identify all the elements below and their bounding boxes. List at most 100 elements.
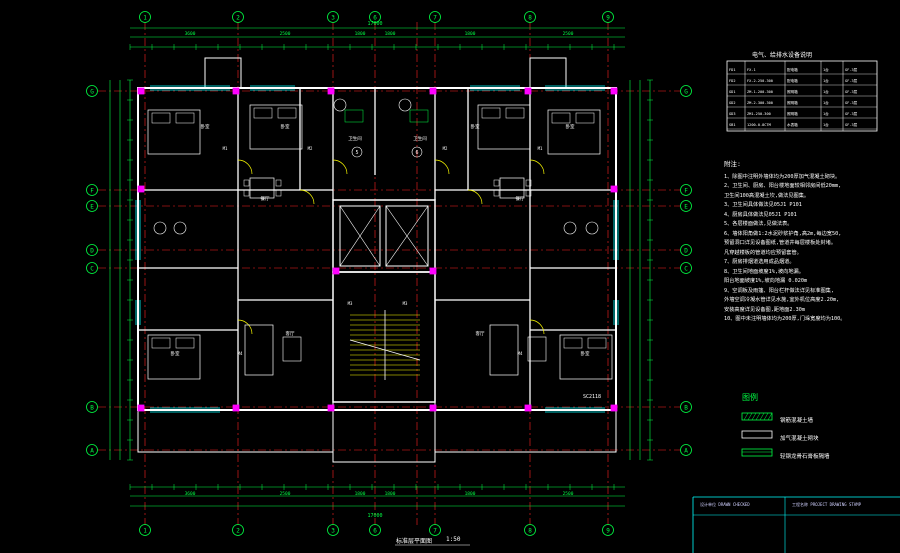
- schedule-cell: GF-3层: [845, 111, 858, 116]
- door-tag: M1: [538, 146, 543, 151]
- schedule-cell: 1200-0.8CTM: [747, 123, 772, 127]
- schedule-cell: 照明箱: [787, 100, 798, 105]
- axis-bubble: [232, 524, 244, 536]
- axis-bubble-label: B: [684, 405, 688, 412]
- note-line: 卫生间100高混凝土坎,做法见图集。: [724, 192, 810, 199]
- legend-symbol-block: [741, 430, 773, 439]
- schedule-cell: 照明箱: [787, 89, 798, 94]
- balcony: [434, 409, 617, 453]
- building-walls: [135, 57, 619, 463]
- door-tag: M3: [403, 301, 408, 306]
- elevator-diagonal: [385, 205, 429, 267]
- axis-bubble: [680, 244, 692, 256]
- door-tag: M2: [443, 146, 448, 151]
- pillow: [151, 112, 171, 124]
- axis-bubble: [86, 262, 98, 274]
- door-swing: [529, 159, 545, 175]
- legend-symbol-concrete: [741, 412, 773, 421]
- axis-bubble-label: B: [90, 405, 94, 412]
- schedule-cell: 1台: [823, 122, 829, 127]
- schedule-cell: 1台: [823, 67, 829, 72]
- room-label: 卧室: [566, 123, 575, 130]
- axis-bubble: [327, 524, 339, 536]
- axis-bubble: [139, 11, 151, 23]
- axis-bubble-label: G: [90, 89, 94, 96]
- coffee-table: [282, 336, 302, 362]
- toilet: [585, 221, 599, 235]
- toilet: [173, 221, 187, 235]
- axis-bubble-label: 2: [236, 15, 240, 22]
- schedule-cell: GD3: [729, 112, 736, 116]
- bed: [547, 109, 601, 155]
- dimension-label: 1800: [465, 31, 476, 37]
- axis-bubble: [680, 85, 692, 97]
- room-label: 餐厅: [261, 195, 270, 202]
- axis-bubble-label: 3: [331, 528, 335, 535]
- legend-symbols: [741, 412, 773, 457]
- axis-bubble: [429, 11, 441, 23]
- axis-bubble: [680, 262, 692, 274]
- drawing-title: 标准层平面图: [396, 538, 433, 545]
- door-swing: [467, 189, 483, 205]
- legend-hatch: [763, 412, 769, 421]
- axis-bubble-label: 2: [236, 528, 240, 535]
- bed: [559, 334, 613, 380]
- column: [429, 267, 437, 275]
- room-label: 客厅: [286, 330, 295, 337]
- axis-bubble-label: G: [684, 89, 688, 96]
- shaft-tag: 5: [355, 150, 358, 156]
- title-block: [395, 496, 900, 553]
- legend-item: 加气混凝土砌块: [780, 436, 819, 442]
- axis-bubble-label: 9: [606, 15, 610, 22]
- legend-hatch: [759, 412, 765, 421]
- schedule-cell: 照明箱: [787, 111, 798, 116]
- note-line: 1、除图中注明外墙体均为200厚加气混凝土砌块。: [724, 173, 841, 180]
- axis-bubble-label: 6: [373, 15, 377, 22]
- stairwell: [332, 271, 436, 403]
- schedule-cell: GF-3层: [845, 122, 858, 127]
- room-label: 卧室: [281, 123, 290, 130]
- dimension-lines: [109, 27, 653, 507]
- notes-title: 附注:: [724, 160, 741, 168]
- door-tag: M4: [518, 351, 523, 356]
- note-line: 2、卫生间、厨房、阳台楼地面较相邻房间低20mm,: [724, 183, 842, 189]
- pillow: [551, 112, 571, 124]
- door-swing: [237, 319, 253, 335]
- note-line: 10、图中未注明墙体均为200厚,门垛宽度均为100。: [724, 316, 846, 322]
- chair: [525, 189, 532, 197]
- schedule-cell: GF-3层: [845, 100, 858, 105]
- axis-bubble-label: E: [684, 204, 688, 211]
- chair: [493, 189, 500, 197]
- dimension-label: 1800: [385, 31, 396, 37]
- entrance-lobby: [332, 401, 436, 463]
- axis-bubble-label: 3: [331, 15, 335, 22]
- schedule-cell: 1台: [823, 89, 829, 94]
- schedule-cell: 配电箱: [787, 67, 798, 72]
- column: [610, 87, 618, 95]
- schedule-title: 电气、给排水设备说明: [752, 52, 813, 59]
- elevator-shaft: [332, 199, 436, 273]
- shaft-tag-bubble: [411, 146, 423, 158]
- title-block-right: 工程名称 PROJECT DRAWING STAMP: [792, 502, 861, 507]
- axis-lines: [98, 22, 680, 525]
- axis-bubble: [369, 524, 381, 536]
- schedule-cell: GD1: [729, 90, 736, 94]
- axis-bubble-label: D: [90, 248, 94, 255]
- dining-table: [249, 177, 275, 199]
- schedule-cell: SB1: [729, 123, 736, 127]
- column: [137, 404, 145, 412]
- axis-bubble: [680, 401, 692, 413]
- axis-bubble: [524, 11, 536, 23]
- dimension-label: 2500: [280, 31, 291, 37]
- door-swing: [434, 159, 450, 175]
- dimension-label: 3600: [185, 491, 196, 497]
- chair: [243, 179, 250, 187]
- room-label: 餐厅: [516, 195, 525, 202]
- schedule-cell: 1台: [823, 111, 829, 116]
- axis-bubble-label: 1: [143, 528, 147, 535]
- axis-bubble-label: 7: [433, 528, 437, 535]
- toilet: [333, 98, 347, 112]
- column: [327, 404, 335, 412]
